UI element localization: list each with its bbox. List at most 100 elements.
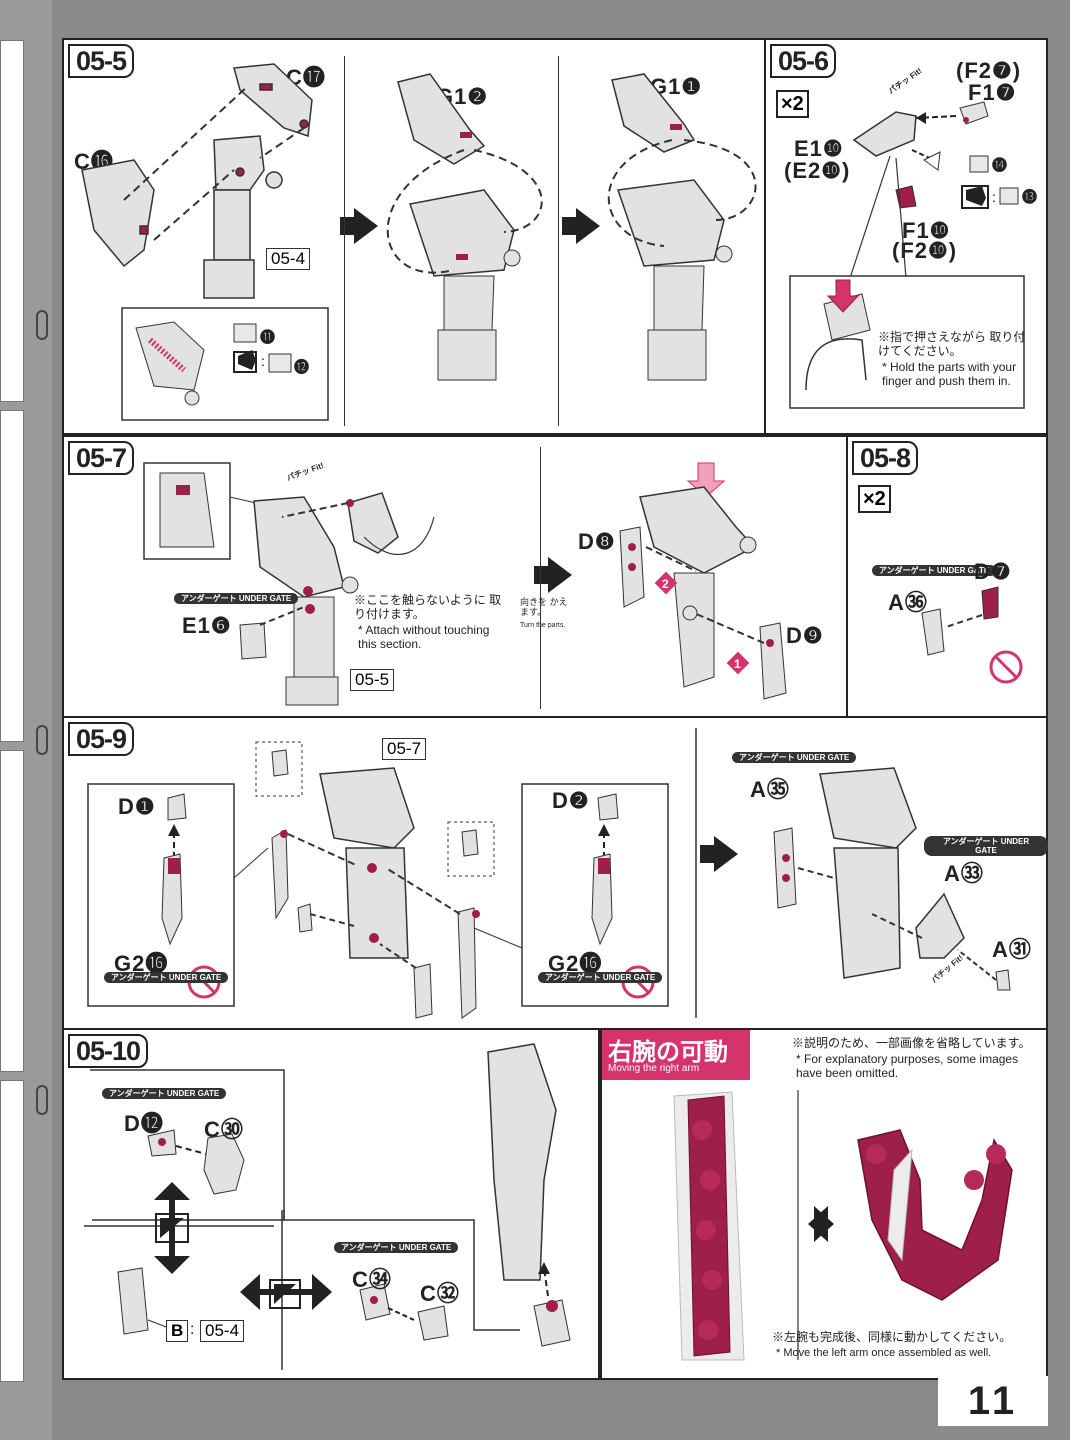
step-05-10-panel: 05-10	[64, 1030, 600, 1380]
part-label-d12: D⓬	[124, 1111, 164, 1136]
turn-note-japanese: 向きを かえます。	[520, 597, 568, 617]
order-number-2: 2	[662, 577, 669, 591]
part-label-c30: C㉚	[204, 1117, 244, 1142]
next-arrow	[562, 208, 600, 244]
omission-note-english: * For explanatory purposes, some images …	[796, 1052, 1019, 1080]
part-label-f1-7: F1❼	[968, 80, 1017, 105]
binding-ring	[36, 1085, 48, 1115]
moving-arm-illustration	[673, 1090, 1013, 1361]
part-label-c32: C㉜	[420, 1281, 460, 1306]
step-05-7-panel: 05-7	[64, 435, 848, 718]
reference-label: 05-4	[266, 248, 311, 270]
arm-body	[203, 135, 283, 299]
section-title-japanese: 右腕の可動	[608, 1039, 728, 1066]
step-05-5-illustration: :	[81, 63, 329, 421]
step-05-7-illustration	[143, 462, 787, 706]
step-05-8-illustration	[921, 586, 1023, 684]
quantity-multiplier: ×2	[858, 485, 891, 513]
separator-colon: :	[190, 1321, 195, 1338]
next-arrow	[534, 557, 572, 593]
under-gate-badge: アンダーゲート UNDER GATE	[104, 972, 229, 983]
adjacent-page-card	[0, 410, 24, 742]
part-label-g2-16: G2⓰	[114, 951, 169, 976]
moving-right-arm-panel: 右腕の可動 Moving the right arm ※説明のため、一部画像を省…	[600, 1030, 1048, 1380]
adjacent-page-card	[0, 750, 24, 1072]
note-japanese: ※指で押さえながら 取り付けてください。	[878, 330, 1026, 358]
part-label-d7: D❼	[974, 559, 1012, 584]
step-number: 05-6	[770, 44, 837, 78]
page-number: 11	[938, 1376, 1048, 1426]
step-number: 05-7	[68, 441, 135, 475]
part-label-f2-7: (F2❼)	[956, 58, 1022, 83]
under-gate-badge: アンダーゲート UNDER GATE	[174, 593, 299, 604]
step-number: 05-9	[68, 722, 135, 756]
part-label-12: ⓬	[294, 359, 311, 376]
part-label-d8: D❽	[578, 529, 616, 554]
step-05-10-illustration	[84, 1043, 571, 1370]
divider	[344, 56, 345, 426]
adjacent-page-card	[0, 40, 24, 402]
order-number-1: 1	[734, 657, 741, 671]
svg-text::: :	[992, 189, 996, 205]
part-label-a35: A㉟	[750, 777, 790, 802]
step-05-9-illustration	[87, 728, 1011, 1019]
part-label-e1-10: E1❿	[794, 136, 844, 161]
next-arrow	[340, 208, 378, 244]
step-05-5c-illustration	[607, 73, 757, 381]
step-number: 05-8	[852, 441, 919, 475]
under-gate-badge: アンダーゲート UNDER GATE	[924, 836, 1048, 856]
step-05-6-panel: 05-6 ×2 (F2❼) F1❼ E1❿ (E2❿) F1❿ (F2❿) パチ…	[764, 40, 1048, 435]
step-number: 05-10	[68, 1034, 149, 1068]
instruction-sheet: 05-5 C⓱ C⓰ 05-4	[62, 38, 1048, 1380]
binding-ring	[36, 725, 48, 755]
left-arm-note-english: * Move the left arm once assembled as we…	[776, 1347, 992, 1359]
reference-label: 05-5	[350, 669, 395, 691]
under-gate-badge: アンダーゲート UNDER GATE	[732, 752, 857, 763]
under-gate-badge: アンダーゲート UNDER GATE	[872, 565, 997, 576]
part-label-13: ⓭	[1022, 189, 1039, 206]
section-title-english: Moving the right arm	[608, 1063, 700, 1074]
adjacent-page-card	[0, 1080, 24, 1382]
note-japanese: ※ここを触らないように 取り付けます。	[354, 593, 502, 621]
omission-note-japanese: ※説明のため、一部画像を省略しています。	[792, 1036, 1031, 1050]
part-label-a36: A㊱	[888, 590, 928, 615]
part-label-14: ⓮	[992, 157, 1009, 174]
part-label-f1-10: F1❿	[902, 218, 951, 243]
under-gate-badge: アンダーゲート UNDER GATE	[538, 972, 663, 983]
turn-note-english: Turn the parts.	[520, 622, 566, 629]
section-header: 右腕の可動 Moving the right arm	[602, 1030, 750, 1080]
under-gate-badge: アンダーゲート UNDER GATE	[102, 1088, 227, 1099]
adjacent-page-strip	[0, 0, 52, 1440]
part-label-c34: C㉞	[352, 1267, 392, 1292]
under-gate-badge: アンダーゲート UNDER GATE	[334, 1242, 459, 1253]
step-05-5b-illustration	[386, 73, 543, 381]
step-05-8-panel: 05-8 ×2 アンダーゲート UNDER GATE A㊱ D❼	[848, 435, 1048, 718]
part-c16	[81, 159, 155, 268]
part-label-11: ⓫	[260, 329, 277, 346]
reference-label: 05-4	[200, 1320, 245, 1342]
step-number: 05-5	[68, 44, 135, 78]
part-label-d9: D❾	[786, 623, 824, 648]
part-label-b: B	[166, 1320, 189, 1342]
part-label-d1: D❶	[118, 794, 156, 819]
quantity-multiplier: ×2	[776, 90, 809, 118]
note-english: * Attach without touching this section.	[358, 623, 490, 651]
note-english: * Hold the parts with your finger and pu…	[882, 360, 1017, 388]
reference-label: 05-7	[382, 738, 427, 760]
divider	[558, 56, 559, 426]
step-05-5-panel: 05-5 C⓱ C⓰ 05-4	[64, 40, 764, 435]
divider	[540, 447, 541, 709]
part-label-a33: A㉝	[944, 861, 984, 886]
part-label-e2-10: (E2❿)	[784, 158, 851, 183]
svg-text::: :	[261, 353, 265, 369]
part-label-d2: D❷	[552, 788, 590, 813]
next-arrow	[700, 836, 738, 872]
step-05-6-illustration: :	[789, 101, 1025, 409]
left-arm-note-japanese: ※左腕も完成後、同様に動かしてください。	[772, 1330, 1012, 1344]
part-label-a31: A㉛	[992, 937, 1032, 962]
part-label-e16: E1❻	[182, 613, 232, 638]
part-label-g2-16: G2⓰	[548, 951, 603, 976]
binding-ring	[36, 310, 48, 340]
step-05-9-panel: 05-9 05-7	[64, 718, 1048, 1030]
part-c17	[233, 63, 313, 138]
